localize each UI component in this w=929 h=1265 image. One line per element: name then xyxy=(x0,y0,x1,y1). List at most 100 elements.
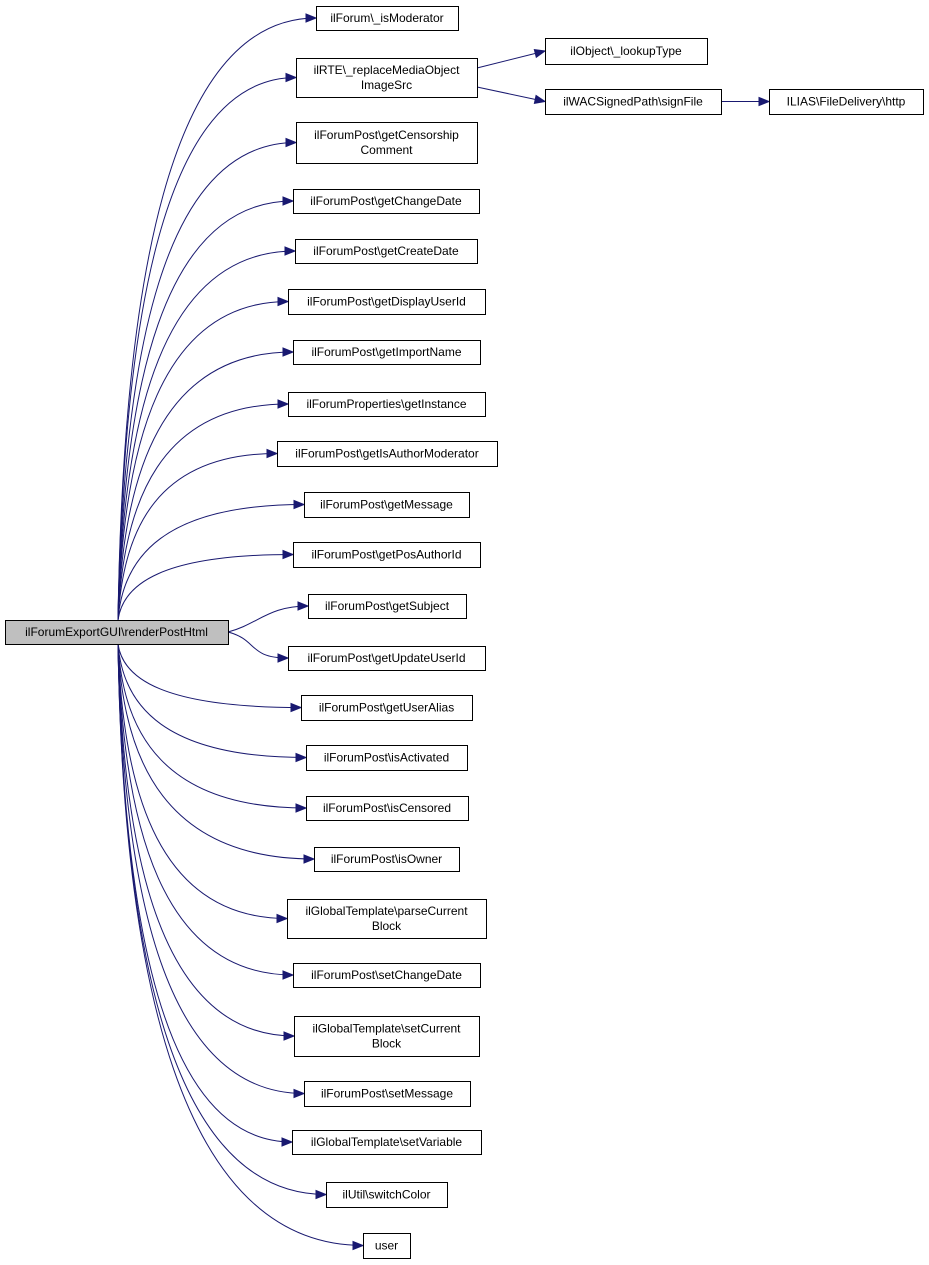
arrowhead-n23 xyxy=(315,1189,328,1200)
callee-node[interactable]: ilForumPost\getCreateDate xyxy=(295,239,478,264)
callee-node[interactable]: ilForumPost\getPosAuthorId xyxy=(293,542,481,568)
node-label: ilForumPost\getUserAlias xyxy=(319,701,454,715)
callee-node[interactable]: ilForumPost\getImportName xyxy=(293,340,481,365)
node-box xyxy=(292,1130,482,1155)
callee-node[interactable]: ilGlobalTemplate\setVariable xyxy=(292,1130,482,1155)
callee-node[interactable]: ilForum\_isModerator xyxy=(316,6,459,31)
callee-node[interactable]: ILIAS\FileDelivery\http xyxy=(769,89,924,115)
node-label: user xyxy=(375,1239,398,1253)
arrowhead-n15 xyxy=(295,752,308,763)
node-label: ilForumPost\getIsAuthorModerator xyxy=(295,447,478,461)
edge-root-to-n9 xyxy=(117,453,278,621)
edge-root-to-n8 xyxy=(117,403,289,621)
callee-node[interactable]: user xyxy=(363,1233,411,1259)
arrowhead-n18 xyxy=(276,913,289,924)
node-box xyxy=(294,1016,480,1057)
arrowhead-n1 xyxy=(305,13,318,23)
callee-node[interactable]: ilUtil\switchColor xyxy=(326,1182,448,1208)
callee-node[interactable]: ilForumPost\getMessage xyxy=(304,492,470,518)
edge-root-to-n15 xyxy=(117,643,307,758)
edge-n2-to-n25 xyxy=(476,50,546,69)
node-box xyxy=(295,239,478,264)
edge-root-to-n4 xyxy=(117,200,294,621)
edge-root-to-n10 xyxy=(117,504,305,621)
arrowhead-n13 xyxy=(277,653,290,663)
arrowhead-n16 xyxy=(295,803,308,813)
node-box xyxy=(287,899,487,939)
node-label: ilForumPost\getSubject xyxy=(325,599,450,613)
callee-node[interactable]: ilWACSignedPath\signFile xyxy=(545,89,722,115)
node-box xyxy=(293,963,481,988)
edge-root-to-n17 xyxy=(117,643,315,860)
callee-node[interactable]: ilForumPost\getSubject xyxy=(308,594,467,619)
node-label: ilForum\_isModerator xyxy=(330,11,443,25)
callee-node[interactable]: ilForumPost\getIsAuthorModerator xyxy=(277,441,498,467)
callee-node[interactable]: ilForumProperties\getInstance xyxy=(288,392,486,417)
node-label: ilForumPost\isActivated xyxy=(324,751,449,765)
node-box xyxy=(769,89,924,115)
node-label: ILIAS\FileDelivery\http xyxy=(787,95,906,109)
node-label: ilGlobalTemplate\setCurrent xyxy=(312,1022,461,1036)
callee-node[interactable]: ilForumPost\isCensored xyxy=(306,796,469,821)
node-label: ilForumProperties\getInstance xyxy=(306,397,466,411)
node-label: ilForumPost\setMessage xyxy=(321,1087,453,1101)
node-box xyxy=(293,189,480,214)
edge-root-to-n6 xyxy=(117,301,289,621)
arrowhead-n3 xyxy=(285,137,298,148)
node-box xyxy=(304,1081,471,1107)
node-label: ilForumPost\getCreateDate xyxy=(313,244,459,258)
edge-root-to-n14 xyxy=(117,643,302,708)
edge-root-to-n20 xyxy=(117,643,295,1037)
callee-node[interactable]: ilForumPost\isOwner xyxy=(314,847,460,872)
node-label: ilForumPost\isCensored xyxy=(323,801,451,815)
node-label: ilForumPost\setChangeDate xyxy=(311,968,462,982)
node-box xyxy=(288,392,486,417)
root-function-node[interactable]: ilForumExportGUI\renderPostHtml xyxy=(5,620,229,645)
node-label: ilForumExportGUI\renderPostHtml xyxy=(25,625,208,639)
arrowhead-n24 xyxy=(352,1240,365,1251)
node-box xyxy=(5,620,229,645)
node-label: ilGlobalTemplate\parseCurrent xyxy=(305,904,468,918)
node-box xyxy=(293,542,481,568)
node-label: ilForumPost\getImportName xyxy=(311,345,461,359)
arrowhead-n19 xyxy=(282,970,295,980)
node-box xyxy=(304,492,470,518)
node-box xyxy=(545,89,722,115)
callee-node[interactable]: ilForumPost\getDisplayUserId xyxy=(288,289,486,315)
callee-node[interactable]: ilForumPost\isActivated xyxy=(306,745,468,771)
edge-root-to-n3 xyxy=(117,142,297,621)
arrowhead-n22 xyxy=(281,1137,294,1147)
arrowhead-n11 xyxy=(282,549,295,560)
callee-node[interactable]: ilForumPost\setChangeDate xyxy=(293,963,481,988)
node-label: Comment xyxy=(360,143,413,157)
call-nodes: ilForumExportGUI\renderPostHtml ilForum\_… xyxy=(5,6,924,1259)
edge-root-to-n24 xyxy=(117,643,364,1246)
node-box xyxy=(306,745,468,771)
arrowhead-n26 xyxy=(533,94,547,104)
node-label: ilUtil\switchColor xyxy=(342,1188,430,1202)
node-label: ilWACSignedPath\signFile xyxy=(563,95,703,109)
edge-root-to-n13 xyxy=(227,631,289,659)
arrowhead-n2 xyxy=(285,72,298,83)
edge-root-to-n2 xyxy=(117,77,297,621)
callee-node[interactable]: ilForumPost\setMessage xyxy=(304,1081,471,1107)
arrowhead-n10 xyxy=(293,499,306,510)
arrowhead-n21 xyxy=(293,1088,306,1099)
callee-node[interactable]: ilForumPost\getUpdateUserId xyxy=(288,646,486,671)
node-box xyxy=(293,340,481,365)
callee-node[interactable]: ilObject\_lookupType xyxy=(545,38,708,65)
arrowhead-n8 xyxy=(277,399,290,409)
callee-node[interactable]: ilForumPost\getChangeDate xyxy=(293,189,480,214)
node-label: ilForumPost\getUpdateUserId xyxy=(307,651,465,665)
callee-node[interactable]: ilForumPost\getUserAlias xyxy=(301,695,473,721)
node-label: ilForumPost\getCensorship xyxy=(314,128,459,142)
arrowhead-n7 xyxy=(282,347,295,357)
edge-n2-to-n26 xyxy=(476,86,546,102)
node-label: ilForumPost\isOwner xyxy=(331,852,442,866)
call-edges xyxy=(117,13,771,1251)
edge-root-to-n22 xyxy=(117,643,293,1143)
